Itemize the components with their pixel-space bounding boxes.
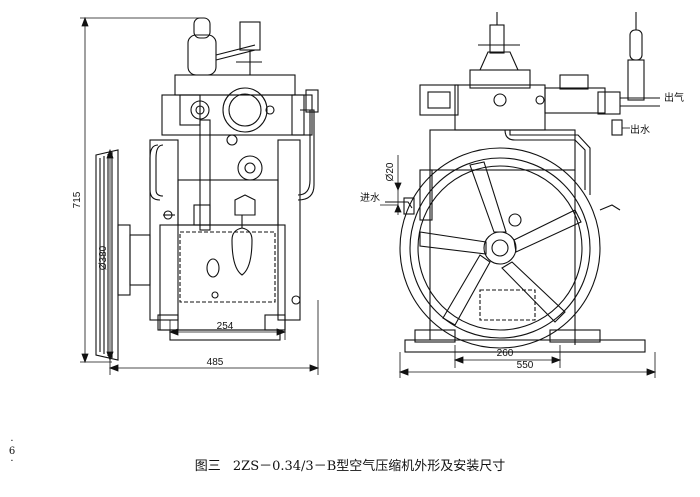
flywheel [399,147,601,349]
dim-485: 485 [207,357,224,368]
dim-pulley-dia: Ø380 [98,245,109,270]
pulley [95,149,151,361]
label-water-in: 进水 [360,192,380,204]
dim-550: 550 [517,360,534,371]
figure-title: 2ZS－0.34/3－B型空气压缩机外形及安装尺寸 [232,459,506,474]
figure-number: 图三 [194,459,221,474]
page-number: · 6 · [8,436,16,467]
figure-caption: 图三 2ZS－0.34/3－B型空气压缩机外形及安装尺寸 [0,455,700,474]
dim-254: 254 [217,321,234,332]
front-view [80,16,320,375]
label-air-out: 出气 [664,91,684,104]
label-water-out: 出水 [630,123,650,136]
dim-pipe-dia: Ø20 [385,162,396,181]
dim-715: 715 [72,191,83,208]
side-view [385,12,660,378]
dim-260: 260 [497,348,514,359]
